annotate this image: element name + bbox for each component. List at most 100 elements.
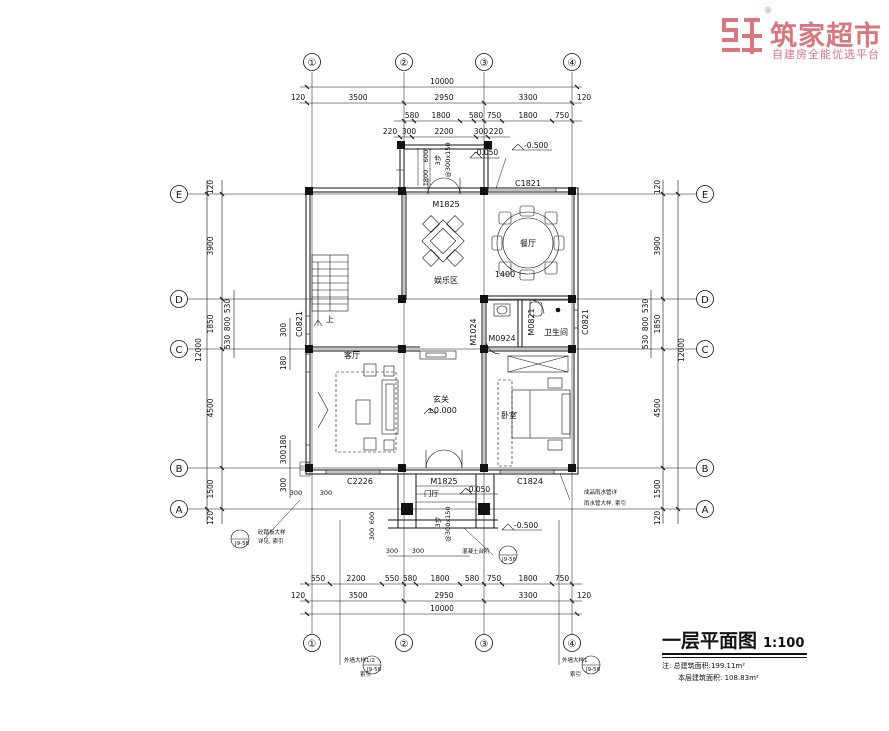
porch-label: 门厅 [424, 489, 439, 498]
dim-bottom-main-1: 120 [291, 591, 306, 600]
stair [311, 254, 349, 327]
dim-top-main-4: 3300 [518, 93, 537, 102]
top-step-note: 3步 [434, 154, 442, 165]
room-foyer-level: ±0.000 [427, 406, 457, 415]
right-detail-line2: 雨水管大样, 索引 [584, 499, 626, 507]
dim-bottom-row1-9: 750 [555, 574, 570, 583]
axis-row-c: C [176, 345, 183, 356]
axis-col-2-bottom: ② [400, 639, 409, 650]
axis-col-4: ④ [568, 58, 577, 69]
dim-left-inner-3: 530 [223, 335, 232, 350]
dim-top-row3-5: 220 [489, 127, 504, 136]
brand-mark-icon [722, 18, 762, 54]
dining-table [491, 205, 565, 281]
dim-bottom-row1-7: 750 [487, 574, 502, 583]
window-c2226: C2226 [347, 477, 373, 486]
floor-area-note: 本层建筑面积: 108.83m² [678, 674, 759, 682]
right-detail-line1: 成品雨水管详 [584, 488, 618, 496]
bottom-left-detail-line2: 索引 [360, 670, 371, 678]
stair-up-label: 上 [326, 315, 334, 324]
level-bottom-step: -0.050 [466, 485, 490, 494]
level-markers [423, 143, 552, 531]
dim-bottom-row1-1: 550 [311, 574, 326, 583]
room-bedroom: 卧室 [501, 410, 517, 420]
dim-left-window-4: 300 [279, 450, 288, 465]
bottom-step-dim-2: 300 [368, 528, 376, 540]
foyer-cabinet [419, 350, 457, 360]
axis-row-e: E [176, 190, 182, 201]
dim-top-total: 10000 [430, 77, 454, 86]
axis-col-3-bottom: ③ [480, 639, 489, 650]
axis-row-d: D [175, 295, 183, 306]
axis-row-e-right: E [702, 190, 708, 201]
dim-right-inner-2: 800 [641, 317, 650, 332]
top-step-detail: @300x150 [444, 142, 452, 177]
dim-left-window-5: 300 [279, 478, 288, 493]
dim-top-row3-2: 300 [402, 127, 417, 136]
left-detail-line1: 砼踏板大样 [258, 528, 286, 536]
door-m0821: M0821 [527, 308, 536, 335]
bottom-step-dim-4: 300 [412, 547, 424, 555]
dim-right-6: 120 [653, 511, 662, 526]
dim-top-main-1: 120 [291, 93, 306, 102]
dim-left-window-1: 300 [279, 323, 288, 338]
axis-row-d-right: D [701, 295, 709, 306]
brand-name: 筑家超市 [770, 21, 882, 52]
dim-top-main-2: 3500 [348, 93, 367, 102]
dim-left-4: 4500 [206, 398, 215, 417]
bottom-step-note: 3步 [434, 516, 442, 527]
room-entertainment: 娱乐区 [434, 275, 458, 285]
bottom-right-detail-line2: 索引 [570, 670, 581, 678]
axis-col-3: ③ [480, 58, 489, 69]
bottom-step-dim-3: 300 [386, 547, 398, 555]
bottom-dimension-lines [300, 555, 582, 617]
room-dining: 餐厅 [520, 239, 536, 248]
window-c1824: C1824 [517, 477, 543, 486]
axis-lines [188, 72, 696, 640]
dim-bottom-row1-8: 1800 [518, 574, 537, 583]
side-dimension-lines [204, 180, 681, 524]
dim-bottom-main-2: 3500 [348, 591, 367, 600]
dim-left-inner-2: 800 [223, 317, 232, 332]
left-steps-dim-2: 300 [320, 489, 332, 497]
window-c0821-right: C0821 [581, 309, 590, 335]
title-underline-thin [662, 657, 807, 658]
window-c1821: C1821 [515, 179, 541, 188]
bed [497, 355, 571, 467]
dim-top-row2-6: 750 [555, 111, 570, 120]
level-top-yard: -0.500 [524, 141, 548, 150]
drawing-title: 一层平面图 [662, 630, 758, 652]
dim-left-2: 3900 [206, 236, 215, 255]
room-foyer: 玄关 [433, 394, 449, 404]
door-m1024: M1024 [469, 318, 478, 345]
room-living: 客厅 [344, 350, 360, 360]
dim-left-1: 120 [206, 180, 215, 195]
dim-top-row3-4: 300 [474, 127, 489, 136]
dim-top-main-3: 2950 [434, 93, 453, 102]
bath-fixtures [493, 301, 561, 317]
bottom-step-detail: @300x150 [444, 506, 452, 541]
dim-left-3: 1850 [206, 314, 215, 333]
door-m1825-bottom: M1825 [430, 477, 457, 486]
dim-right-2: 3900 [653, 236, 662, 255]
door-m1825-top: M1825 [432, 200, 459, 209]
registered-mark: ® [764, 6, 772, 15]
axis-col-1: ① [308, 58, 317, 69]
total-area-note: 注: 总建筑面积:199.11m² [662, 662, 746, 670]
dim-bottom-total: 10000 [430, 604, 454, 613]
level-top-step: -0.050 [474, 148, 498, 157]
entertainment-table [421, 215, 465, 267]
mid-detail-label: 混凝土台阶 [462, 547, 490, 555]
dim-top-row2-5: 1800 [518, 111, 537, 120]
bottom-left-detail-ref: J9-58 [366, 667, 382, 673]
axis-col-2: ② [400, 58, 409, 69]
dim-bottom-main-4: 3300 [518, 591, 537, 600]
window-c0821-left: C0821 [295, 311, 304, 337]
top-step-dim-2: 1800 [422, 170, 430, 187]
dim-left-window-3: 180 [279, 435, 288, 450]
structural-columns [305, 141, 576, 515]
dim-bottom-row1-2: 2200 [346, 574, 365, 583]
brand-slogan: 自建房全能优选平台 [772, 48, 880, 61]
